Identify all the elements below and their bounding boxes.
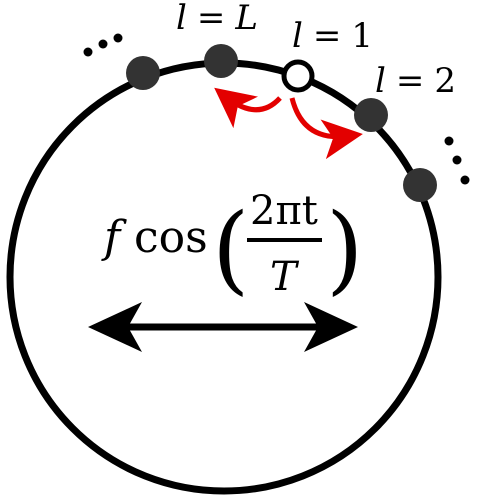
ellipsis-left	[83, 33, 123, 57]
site-L	[204, 44, 238, 78]
site-1-empty	[281, 59, 315, 93]
formula-f: f	[101, 212, 127, 263]
formula-rparen: )	[326, 193, 363, 305]
site-2	[354, 98, 388, 132]
label-site-1: l=1	[292, 16, 373, 56]
formula-lparen: (	[212, 193, 249, 305]
site-far	[126, 56, 160, 90]
formula-denominator: T	[270, 254, 300, 300]
formula-cos: cos	[134, 212, 208, 263]
ellipsis-right	[444, 136, 470, 185]
hop-arrow-left	[214, 87, 282, 129]
label-site-L: l=L	[176, 0, 258, 38]
hop-arrow-right	[289, 97, 363, 160]
site-next	[403, 168, 437, 202]
formula-numerator: 2πt	[250, 188, 318, 234]
drive-formula: f cos ( 2πt T )	[101, 188, 363, 305]
label-site-2: l=2	[375, 61, 456, 101]
drive-double-arrow	[88, 302, 358, 352]
